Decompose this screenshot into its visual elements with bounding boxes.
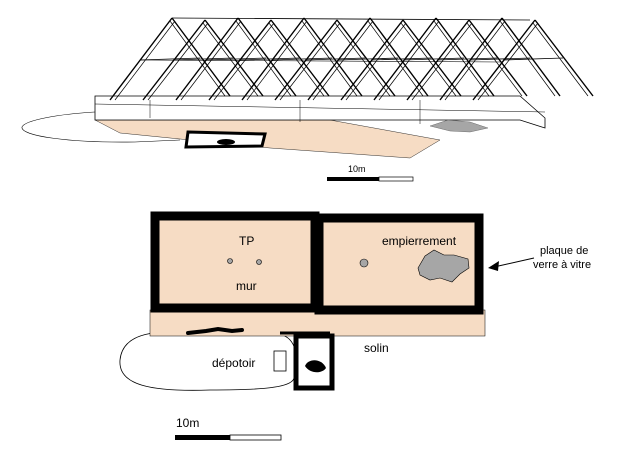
truss-member bbox=[171, 17, 231, 97]
annex-dark-deposit bbox=[305, 360, 326, 373]
posthole-1 bbox=[227, 258, 233, 264]
axo-dump-outline bbox=[21, 111, 181, 143]
truss-member bbox=[109, 17, 173, 101]
label-empierrement: empierrement bbox=[382, 234, 457, 248]
truss-member bbox=[402, 19, 462, 97]
truss-member bbox=[175, 17, 239, 101]
axo-stone-patch bbox=[429, 119, 489, 133]
truss-member bbox=[534, 19, 594, 97]
truss-member bbox=[169, 20, 226, 97]
truss-member bbox=[477, 22, 539, 101]
truss-member bbox=[279, 22, 341, 101]
truss-member bbox=[301, 20, 358, 97]
truss-member bbox=[139, 57, 201, 61]
truss-member bbox=[307, 17, 371, 101]
truss-member bbox=[501, 17, 561, 97]
truss-member bbox=[204, 19, 264, 97]
truss-member bbox=[468, 19, 528, 97]
truss-member bbox=[444, 20, 506, 101]
label-mur: mur bbox=[236, 279, 257, 293]
truss-member bbox=[205, 57, 267, 61]
label-tp: TP bbox=[239, 234, 254, 248]
truss-member bbox=[139, 59, 501, 63]
truss-member bbox=[213, 22, 275, 101]
plan-scale-bar-black bbox=[175, 435, 230, 440]
truss-member bbox=[369, 17, 429, 97]
truss-member bbox=[303, 17, 363, 97]
arrow-head bbox=[488, 261, 499, 271]
truss-member bbox=[304, 57, 366, 61]
axo-floor bbox=[94, 119, 441, 159]
annotation-line-1: plaque de bbox=[540, 245, 588, 257]
truss-member bbox=[373, 17, 437, 101]
truss-member bbox=[367, 20, 424, 97]
truss-member bbox=[171, 17, 531, 21]
plan-scale-bar-white bbox=[229, 434, 282, 441]
truss-member bbox=[172, 57, 234, 61]
posthole-3 bbox=[359, 258, 369, 268]
truss-member bbox=[469, 57, 531, 61]
axo-building-wall bbox=[94, 95, 546, 129]
empierrement-patch bbox=[417, 249, 470, 283]
truss-member bbox=[502, 57, 564, 61]
posthole-2 bbox=[256, 259, 262, 265]
truss-member bbox=[270, 19, 330, 97]
truss-member bbox=[378, 20, 440, 101]
axo-scale-bar-black bbox=[327, 177, 379, 181]
depotoir-small-feature bbox=[273, 350, 287, 372]
annotation-line-2: verre à vitre bbox=[533, 259, 591, 271]
wall-fragment bbox=[186, 326, 244, 335]
axo-scale-bar-white bbox=[378, 176, 414, 182]
axo-roof-trusses bbox=[109, 17, 594, 101]
truss-member bbox=[114, 20, 176, 101]
room-left bbox=[150, 211, 320, 313]
plan-scale-label: 10m bbox=[176, 416, 199, 430]
truss-member bbox=[439, 17, 503, 101]
truss-member bbox=[271, 57, 333, 61]
truss-member bbox=[238, 57, 300, 61]
truss-member bbox=[147, 22, 209, 101]
truss-member bbox=[312, 20, 374, 101]
truss-member bbox=[235, 20, 292, 97]
truss-member bbox=[370, 57, 432, 61]
depotoir-outline bbox=[119, 330, 297, 391]
axonometric-view: 10m bbox=[21, 17, 594, 182]
truss-member bbox=[436, 57, 498, 61]
truss-member bbox=[532, 22, 589, 97]
truss-member bbox=[499, 20, 556, 97]
floor-plan: TP mur empierrement solin dépotoir plaqu… bbox=[119, 211, 591, 441]
truss-member bbox=[237, 17, 297, 97]
label-solin: solin bbox=[364, 341, 389, 355]
truss-member bbox=[435, 17, 495, 97]
axo-scale-label: 10m bbox=[348, 164, 366, 174]
label-depotoir: dépotoir bbox=[212, 356, 255, 370]
truss-member bbox=[403, 57, 465, 61]
truss-member bbox=[433, 20, 490, 97]
truss-member bbox=[336, 19, 396, 97]
truss-member bbox=[241, 17, 305, 101]
truss-member bbox=[337, 57, 399, 61]
annotation-arrow bbox=[493, 257, 535, 268]
